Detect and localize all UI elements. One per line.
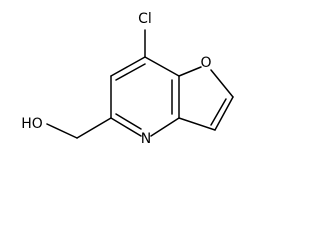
- bond-n4-c3a: [150, 117, 180, 137]
- bond-c7-c6: [110, 56, 146, 77]
- bond-c3-c3a: [178, 117, 216, 131]
- furan-oxygen-atom-label: O: [200, 55, 211, 71]
- bond-c5-n4: [110, 117, 142, 137]
- bond-o1-c2: [210, 69, 234, 98]
- chlorine-atom-label: Cl: [138, 11, 152, 27]
- bond-c7a-c7: [144, 56, 180, 77]
- bond-c2-c3-double: [210, 98, 227, 126]
- pyridine-nitrogen-atom-label: N: [141, 131, 151, 147]
- bond-c7-c6-double: [115, 63, 146, 81]
- chemical-structure-diagram: Cl O N HO: [21, 11, 234, 147]
- bond-c5-ch2: [76, 117, 112, 139]
- bond-layer: [46, 29, 234, 139]
- atom-label-layer: Cl O N HO: [21, 11, 211, 147]
- bond-c2-c3: [214, 96, 234, 131]
- bond-ch2-oh: [46, 123, 78, 139]
- hydroxyl-group-label: HO: [21, 116, 43, 132]
- bond-c5-n4-double: [115, 113, 142, 130]
- bond-c7a-o1: [178, 66, 202, 77]
